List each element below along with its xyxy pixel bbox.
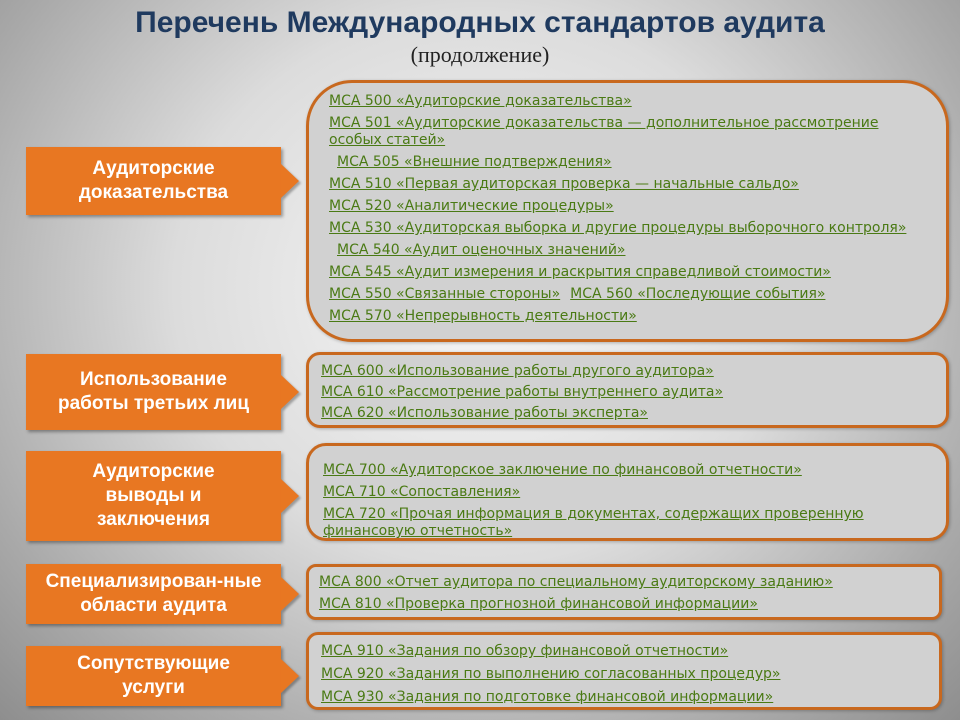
standard-link[interactable]: МСА 570 «Непрерывность деятельности» [329,308,637,324]
standard-link[interactable]: МСА 800 «Отчет аудитора по специальному … [319,574,833,590]
category-label: Сопутствующие услуги [26,646,281,706]
arrow-icon [281,375,299,409]
standard-link[interactable]: МСА 620 «Использование работы эксперта» [321,405,648,421]
standard-link[interactable]: МСА 530 «Аудиторская выборка и другие пр… [329,220,907,236]
category-audit-conclusions: Аудиторские выводы и заключения [26,451,299,541]
standard-link[interactable]: МСА 540 «Аудит оценочных значений» [337,242,626,258]
standard-link[interactable]: МСА 700 «Аудиторское заключение по финан… [323,462,802,478]
standard-link[interactable]: МСА 920 «Задания по выполнению согласова… [321,666,781,682]
standards-panel-audit-conclusions: МСА 700 «Аудиторское заключение по финан… [306,443,949,541]
standard-link[interactable]: МСА 610 «Рассмотрение работы внутреннего… [321,384,724,400]
category-related-services: Сопутствующие услуги [26,646,299,706]
standards-panel-related-services: МСА 910 «Задания по обзору финансовой от… [306,632,942,710]
standard-link[interactable]: МСА 600 «Использование работы другого ау… [321,363,714,379]
standards-panel-audit-evidence: МСА 500 «Аудиторские доказательства» МСА… [306,80,949,342]
standard-link[interactable]: МСА 810 «Проверка прогнозной финансовой … [319,596,758,612]
standard-link[interactable]: МСА 520 «Аналитические процедуры» [329,198,614,214]
arrow-icon [281,577,299,611]
standard-row: МСА 550 «Связанные стороны» МСА 560 «Пос… [329,286,926,303]
standard-link[interactable]: МСА 510 «Первая аудиторская проверка — н… [329,176,799,192]
arrow-icon [281,479,299,513]
arrow-icon [281,164,299,198]
arrow-icon [281,659,299,693]
standard-link[interactable]: МСА 560 «Последующие события» [570,286,826,302]
category-label: Аудиторские выводы и заключения [26,451,281,541]
standard-link[interactable]: МСА 545 «Аудит измерения и раскрытия спр… [329,264,831,280]
standard-link[interactable]: МСА 501 «Аудиторские доказательства — до… [329,115,879,148]
standard-link[interactable]: МСА 505 «Внешние подтверждения» [337,154,612,170]
category-label: Использование работы третьих лиц [26,354,281,430]
category-label: Аудиторские доказательства [26,147,281,215]
page-title: Перечень Международных стандартов аудита [135,6,825,39]
standard-link[interactable]: МСА 500 «Аудиторские доказательства» [329,93,632,109]
standard-link[interactable]: МСА 550 «Связанные стороны» [329,286,561,302]
standard-link[interactable]: МСА 930 «Задания по подготовке финансово… [321,689,774,705]
standards-panel-specialized-areas: МСА 800 «Отчет аудитора по специальному … [306,564,942,620]
category-label: Специализирован-ные области аудита [26,564,281,624]
page-subtitle: (продолжение) [410,42,550,67]
category-specialized-areas: Специализирован-ные области аудита [26,564,299,624]
standards-panel-third-party-work: МСА 600 «Использование работы другого ау… [306,352,949,428]
category-third-party-work: Использование работы третьих лиц [26,354,299,430]
standard-link[interactable]: МСА 720 «Прочая информация в документах,… [323,506,864,539]
standard-link[interactable]: МСА 910 «Задания по обзору финансовой от… [321,643,729,659]
category-audit-evidence: Аудиторские доказательства [26,147,299,215]
standard-link[interactable]: МСА 710 «Сопоставления» [323,484,521,500]
